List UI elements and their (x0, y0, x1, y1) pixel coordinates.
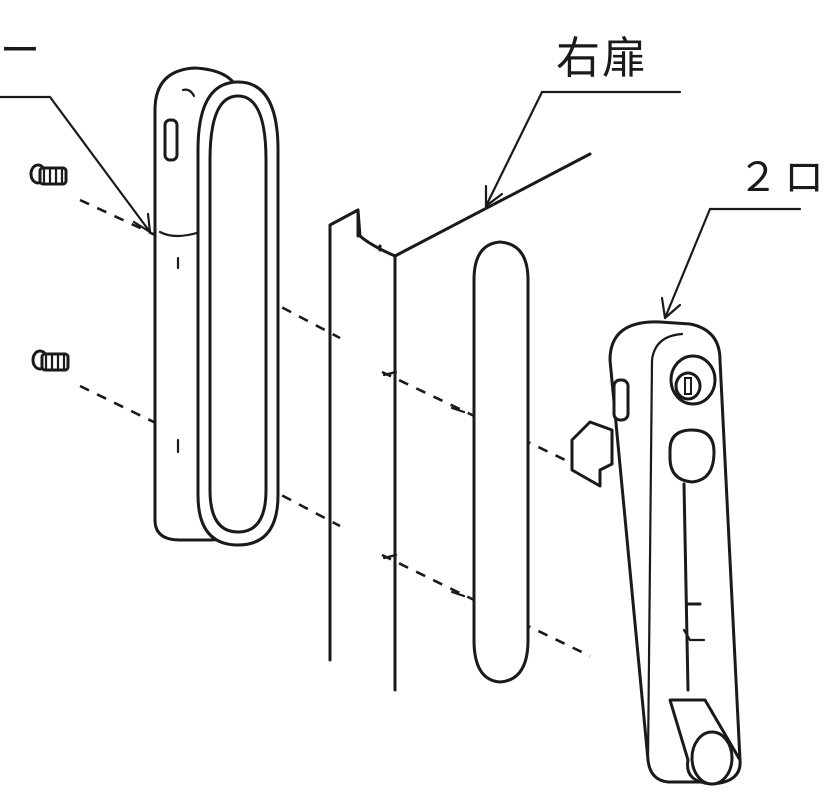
exploded-assembly-diagram: 右扉 ２ロ ー (0, 28, 824, 786)
handle-lock (570, 320, 742, 786)
right-door-label: 右扉 (556, 33, 648, 84)
leader-two-lock (660, 207, 802, 320)
panel-cutout (450, 240, 530, 684)
leader-left-label (0, 95, 152, 234)
leader-right-door (484, 90, 682, 208)
screw-lower (31, 349, 70, 372)
screw-upper (29, 163, 68, 186)
escutcheon-back-plate (153, 66, 280, 547)
diagram-drawing (0, 66, 802, 786)
left-cut-label: ー (0, 28, 40, 74)
door-panel (328, 152, 592, 692)
two-lock-label: ２ロ (738, 155, 830, 201)
